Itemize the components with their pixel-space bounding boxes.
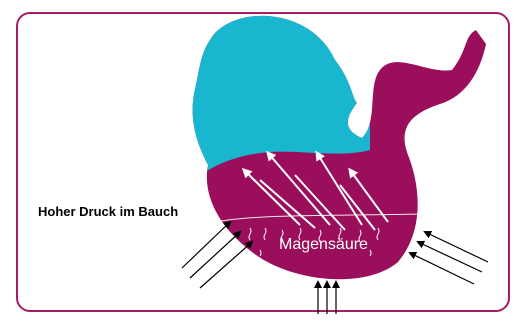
arrow-right-2 — [418, 242, 482, 272]
arrow-right-1 — [425, 232, 488, 262]
acid-label: Magensäure — [279, 236, 368, 253]
arrow-right-3 — [410, 253, 474, 284]
pressure-label: Hoher Druck im Bauch — [38, 204, 178, 219]
arrow-left-2 — [190, 232, 240, 278]
stomach-air-region — [150, 0, 370, 175]
arrow-left-1 — [182, 222, 230, 268]
arrow-left-3 — [200, 242, 252, 288]
